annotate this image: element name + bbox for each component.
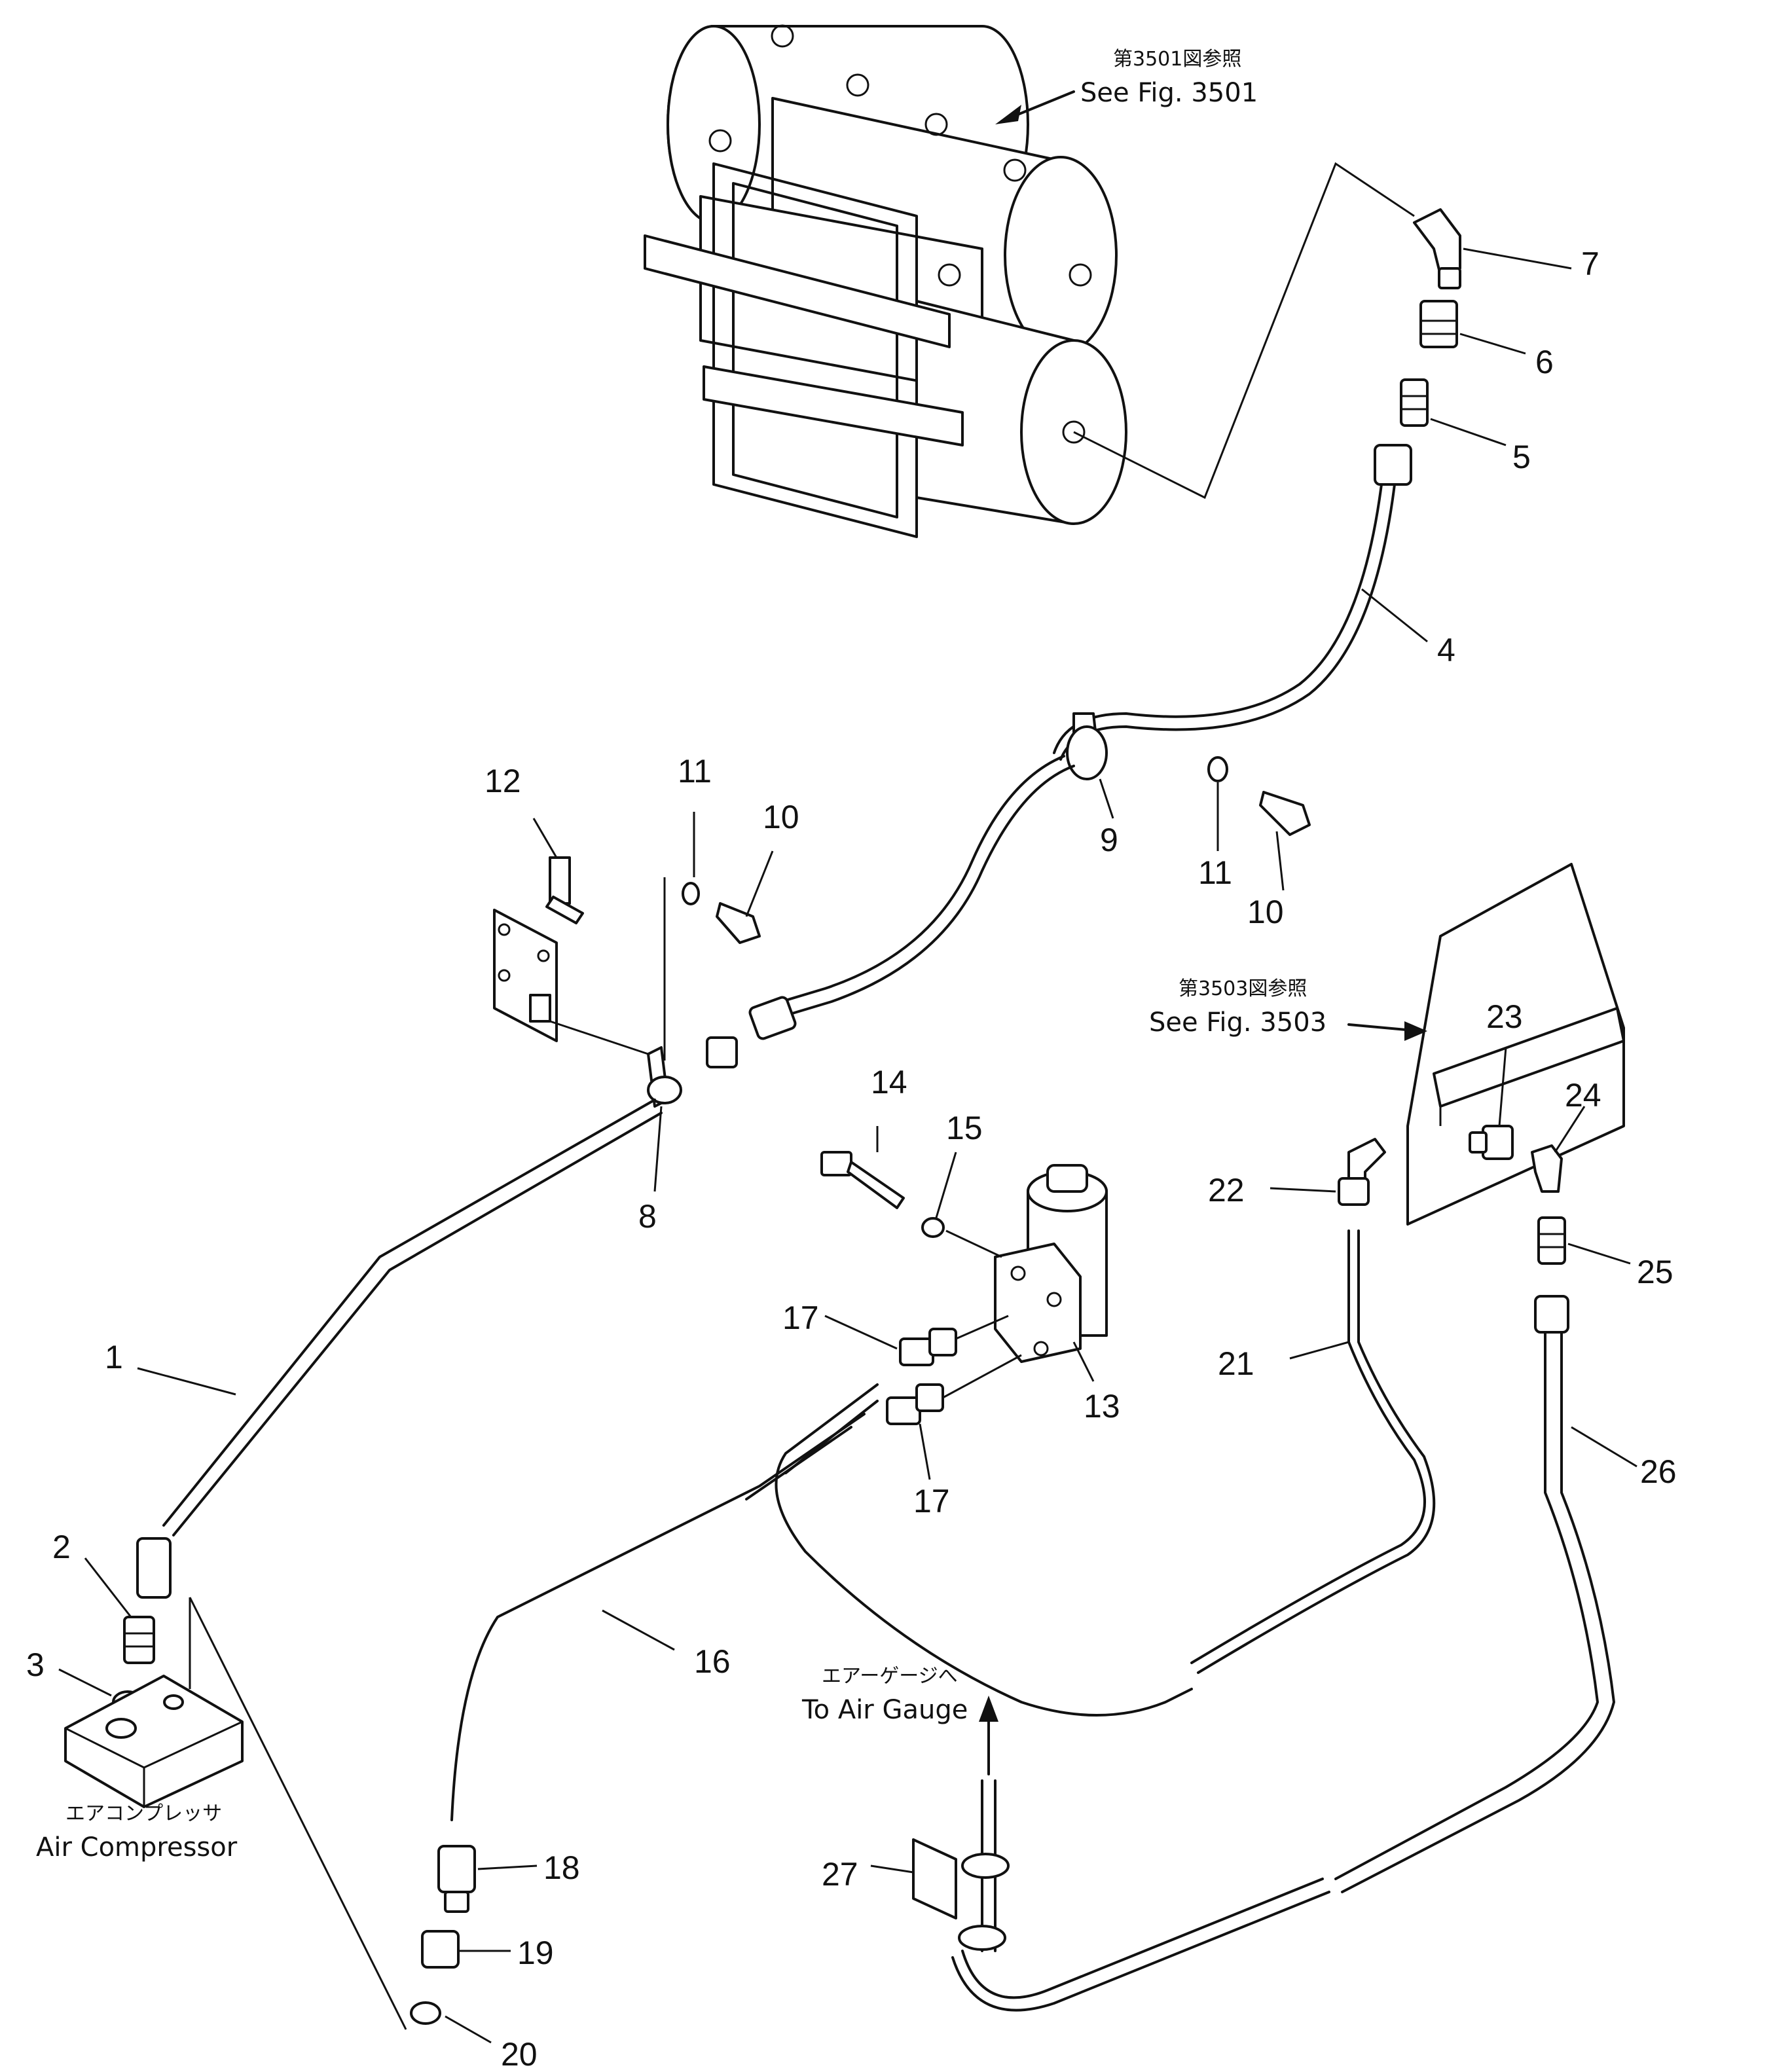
fig-3503-jp-text: 第3503図参照: [1179, 977, 1307, 1000]
bolt-10-left: [716, 902, 761, 944]
callout-15: 15: [946, 1110, 983, 1146]
elbow-fitting-7: [1413, 208, 1461, 289]
nut-19: [421, 1930, 460, 1969]
callout-4: 4: [1437, 632, 1455, 668]
air-compressor-en-text: Air Compressor: [36, 1832, 238, 1863]
air-compressor-block: [64, 1597, 407, 2030]
tube-21: [1190, 1229, 1436, 1674]
washer-11-left: [682, 882, 700, 905]
callout-7: 7: [1581, 245, 1600, 282]
connector-2: [123, 1616, 155, 1664]
fig-3501-en-text: See Fig. 3501: [1080, 78, 1258, 108]
bracket-plate: [493, 909, 558, 1042]
callout-11-right: 11: [1198, 854, 1232, 891]
air-compressor-note: エアコンプレッサ Air Compressor: [36, 1802, 238, 1863]
callout-14: 14: [871, 1064, 907, 1100]
callout-10-left: 10: [763, 799, 799, 835]
air-gauge-note: エアーゲージへ To Air Gauge: [801, 1665, 968, 1725]
callout-numbers: 7 6 5 4 9 11 10 11 10 12 8 14 15 13 17 1…: [26, 245, 1677, 2072]
callout-3: 3: [26, 1646, 45, 1683]
callout-6: 6: [1535, 344, 1554, 380]
callout-25: 25: [1637, 1254, 1673, 1290]
hose-end-fitting: [706, 996, 797, 1068]
callout-23: 23: [1486, 998, 1523, 1035]
hose-26: [951, 1295, 1615, 2012]
clip-12: [545, 856, 584, 924]
hose-16: [450, 1383, 1193, 1821]
callout-8: 8: [638, 1198, 657, 1235]
callout-27: 27: [822, 1856, 858, 1893]
callout-18: 18: [543, 1849, 580, 1886]
valve-13: [994, 1164, 1108, 1363]
nipple-17-upper: [899, 1328, 957, 1366]
callout-22: 22: [1208, 1172, 1245, 1209]
callout-17-upper: 17: [782, 1300, 819, 1336]
callout-11-left: 11: [678, 753, 712, 790]
callout-9: 9: [1100, 822, 1118, 858]
callout-21: 21: [1218, 1345, 1254, 1382]
connector-25: [1537, 1216, 1566, 1265]
callout-12: 12: [485, 763, 521, 799]
fig-3501-jp-text: 第3501図参照: [1113, 48, 1241, 71]
elbow-22: [1338, 1138, 1386, 1206]
air-gauge-en-text: To Air Gauge: [801, 1695, 968, 1725]
callout-13: 13: [1084, 1388, 1120, 1425]
panel-assembly: [1406, 863, 1625, 1226]
bolt-14: [820, 1151, 905, 1209]
callout-5: 5: [1512, 439, 1531, 475]
elbow-24: [1531, 1144, 1563, 1193]
fitting-18: [437, 1845, 476, 1913]
air-compressor-jp-text: エアコンプレッサ: [65, 1802, 222, 1825]
callout-17-lower: 17: [913, 1483, 950, 1519]
callout-10-right: 10: [1247, 894, 1284, 930]
fig-3501-note: 第3501図参照 See Fig. 3501: [995, 48, 1258, 124]
adapter-6: [1419, 300, 1458, 348]
pipe-1: [136, 1099, 663, 1599]
washer-20: [410, 2001, 441, 2025]
washer-11-right: [1207, 756, 1228, 782]
clamp-8: [647, 1046, 682, 1108]
connector-5: [1400, 378, 1429, 427]
leader-lines: [58, 247, 1637, 2044]
callout-20: 20: [501, 2036, 538, 2072]
air-tank-assembly: [644, 24, 1127, 538]
connector-23: [1469, 1125, 1514, 1160]
washer-15: [921, 1217, 945, 1238]
callout-1: 1: [105, 1339, 123, 1375]
clamp-9: [1066, 712, 1108, 780]
fig-3503-en-text: See Fig. 3503: [1149, 1008, 1326, 1038]
callout-24: 24: [1565, 1077, 1601, 1114]
callout-19: 19: [517, 1935, 554, 1971]
gauge-line-clamp-27: [912, 1696, 1010, 1952]
nipple-17-lower: [886, 1383, 944, 1425]
callout-2: 2: [52, 1529, 71, 1565]
callout-16: 16: [694, 1643, 731, 1680]
air-gauge-jp-text: エアーゲージへ: [822, 1665, 958, 1688]
bolt-10-right: [1259, 791, 1311, 836]
fig-3503-note: 第3503図参照 See Fig. 3503: [1149, 977, 1427, 1041]
callout-26: 26: [1640, 1453, 1677, 1490]
